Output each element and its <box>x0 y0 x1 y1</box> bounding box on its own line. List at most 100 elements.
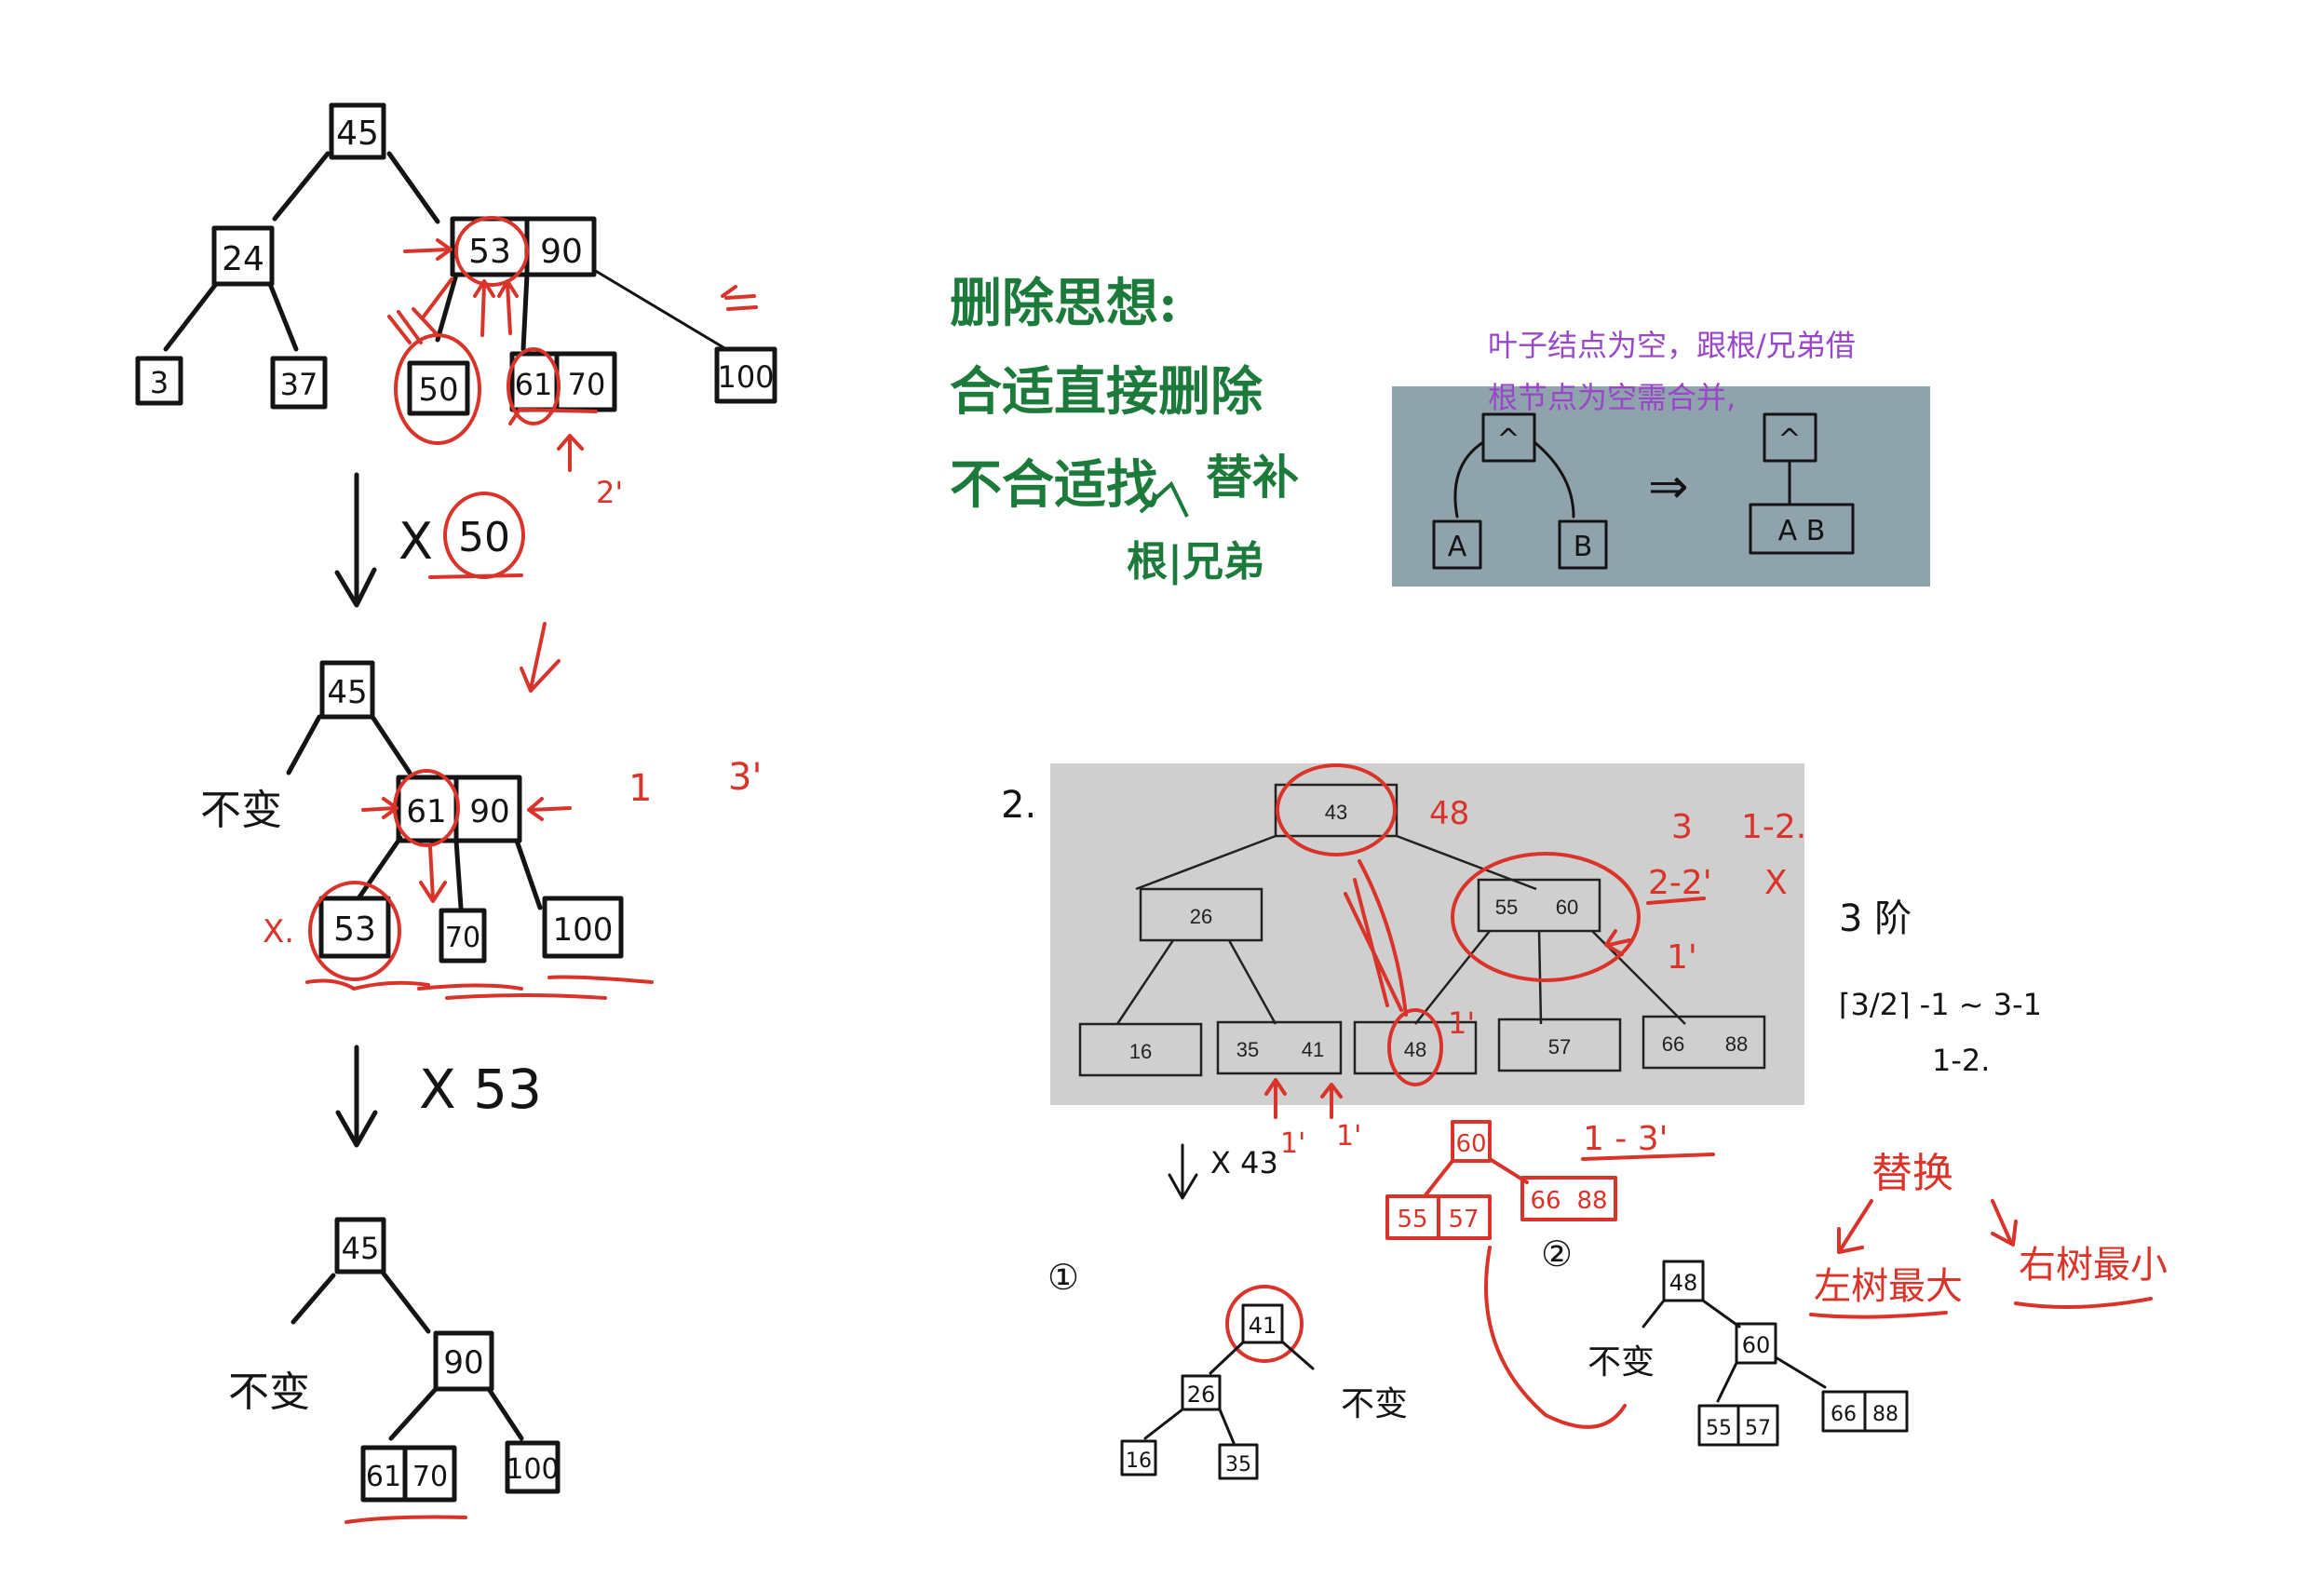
btree-root-note: 48 <box>1429 795 1469 832</box>
step1-x: X <box>399 512 433 571</box>
tree-a-leaf-16: 16 <box>1126 1449 1152 1473</box>
btree-l1-key-60: 60 <box>1556 896 1578 919</box>
btree-range-low: 1' <box>1667 938 1697 977</box>
tree-b-leaf-66: 66 <box>1831 1403 1857 1426</box>
btree-l1-key-55: 55 <box>1495 896 1518 919</box>
replace-title: 替换 <box>1871 1150 1953 1197</box>
tree1-left-label: 24 <box>222 240 264 278</box>
circle-53 <box>454 216 529 287</box>
merge-child-a: A <box>1448 531 1467 563</box>
tree2-leaf-100: 100 <box>553 911 614 949</box>
replace-right: 右树最小 <box>2019 1244 2168 1287</box>
tree1-root-box <box>329 102 386 160</box>
btree-range-top2: 1-2. <box>1741 808 1806 846</box>
merge-right-root: ^ <box>1777 424 1801 456</box>
tree-b-leaf-55: 55 <box>1706 1417 1732 1440</box>
tree3-left-note: 不变 <box>228 1369 310 1416</box>
merge-right-child: A B <box>1778 515 1826 547</box>
tree-b-root: 48 <box>1669 1270 1698 1296</box>
tree1-leaf-61: 61 <box>515 367 553 402</box>
btree-leaf48-note: 1' <box>1448 1005 1475 1041</box>
tree2-leaf-70: 70 <box>445 922 480 954</box>
notes-line2-sup: 替补 <box>1206 450 1299 505</box>
btree-number: 2. <box>1001 784 1036 827</box>
tree-a-root: 41 <box>1249 1313 1277 1339</box>
btree-below-mark-2: 1' <box>1336 1120 1361 1153</box>
tree-a-left: 26 <box>1187 1382 1216 1408</box>
subtree-root: 60 <box>1455 1130 1486 1158</box>
tree1-leaf-3: 3 <box>150 365 169 400</box>
tree2-key-61: 61 <box>406 793 446 830</box>
tree-a-note: 不变 <box>1341 1385 1408 1423</box>
btree-leaf-16: 16 <box>1129 1040 1152 1063</box>
step-2: X 53 <box>335 1045 542 1148</box>
tree2-range-1: 1 <box>628 767 652 810</box>
tree1-leaf-70: 70 <box>568 367 606 402</box>
merge-panel: 叶子结点为空，跟根/兄弟借 根节点为空需合并, ^ A B ⇒ ^ A B <box>1392 328 1930 587</box>
merge-arrow: ⇒ <box>1648 459 1689 515</box>
merge-child-b: B <box>1574 531 1593 563</box>
tree2-x-mark: X. <box>263 913 294 951</box>
subtree-range: 1 - 3' <box>1583 1120 1669 1158</box>
btree-leaf-48: 48 <box>1404 1038 1426 1061</box>
bottom-step: X 43 <box>1210 1145 1278 1180</box>
btree-l1-left: 26 <box>1190 905 1212 928</box>
btree-leaf-35: 35 <box>1236 1038 1259 1061</box>
tree1-annotation: 2' <box>596 475 623 510</box>
tree3-right-label: 90 <box>443 1344 483 1382</box>
tree1-right-node <box>450 216 597 277</box>
btree-photo-bg <box>1050 763 1804 1105</box>
tree-2: 45 不变 61 90 53 70 100 X. 1 3' <box>200 660 762 1000</box>
tree-b-child: 60 <box>1742 1332 1771 1358</box>
merge-caption-2: 根节点为空需合并, <box>1488 380 1736 415</box>
btree-range-mid: 2-2' <box>1648 864 1712 902</box>
tree-1: 45 24 53 90 3 37 50 61 70 100 <box>135 102 777 510</box>
tree3-root-label: 45 <box>342 1231 380 1266</box>
step2-label: X 53 <box>419 1058 542 1121</box>
notes-line1: 合适直接删除 <box>950 361 1263 423</box>
btree-range-x: X <box>1764 864 1788 902</box>
tree-b-leaf-57: 57 <box>1745 1417 1771 1440</box>
tree3-leaf-100: 100 <box>506 1453 559 1486</box>
btree-leaf-57: 57 <box>1548 1035 1571 1058</box>
order-label: 3 阶 <box>1839 897 1912 940</box>
btree-leaf-66: 66 <box>1662 1032 1684 1056</box>
tree1-root-label: 45 <box>336 115 379 153</box>
replace-left: 左树最大 <box>1814 1265 1963 1308</box>
btree-range-top: 3 <box>1671 808 1693 846</box>
deletion-notes: 删除思想: 合适直接删除 不合适找 替补 根|兄弟 <box>950 273 1299 586</box>
tree-a-leaf-35: 35 <box>1225 1453 1251 1476</box>
tree1-right-key-1: 53 <box>468 233 511 271</box>
tree-b-leaf-88: 88 <box>1872 1403 1898 1426</box>
tree3-leaf-61: 61 <box>366 1461 401 1493</box>
tree2-left-note: 不变 <box>200 787 282 834</box>
tree2-leaf-53: 53 <box>333 910 376 949</box>
bottom-section: X 43 60 55 57 66 88 1 - 3' ① ② 41 不变 26 … <box>1047 1120 2168 1480</box>
order-notes: 3 阶 ⌈3/2⌉ -1 ~ 3-1 1-2. <box>1839 897 2042 1078</box>
tree1-leaf-50: 50 <box>418 371 458 409</box>
subtree-leaf-55: 55 <box>1397 1206 1427 1234</box>
notes-title: 删除思想: <box>950 273 1178 334</box>
btree-below-mark-1: 1' <box>1280 1127 1305 1160</box>
subtree-leaf-57: 57 <box>1448 1206 1479 1234</box>
option-1-mark: ① <box>1047 1257 1079 1298</box>
merge-caption-1: 叶子结点为空，跟根/兄弟借 <box>1488 328 1856 363</box>
tree-3: 45 不变 90 61 70 100 <box>228 1217 561 1524</box>
step1-value: 50 <box>458 514 510 561</box>
tree1-right-key-2: 90 <box>540 233 583 271</box>
tree-b-note: 不变 <box>1588 1343 1655 1382</box>
btree-root: 43 <box>1325 801 1347 824</box>
notes-line2-sub: 根|兄弟 <box>1127 538 1264 586</box>
tree3-leaf-70: 70 <box>412 1461 448 1493</box>
notes-line2: 不合适找 <box>950 454 1158 516</box>
btree-leaf-41: 41 <box>1302 1038 1324 1061</box>
tree2-range-3: 3' <box>728 756 762 799</box>
tree2-root-label: 45 <box>327 674 367 711</box>
subtree-leaf-66: 66 <box>1530 1187 1561 1215</box>
subtree-leaf-88: 88 <box>1576 1187 1607 1215</box>
merge-left-root: ^ <box>1496 424 1520 456</box>
btree-leaf-88: 88 <box>1725 1032 1748 1056</box>
order-formula: ⌈3/2⌉ -1 ~ 3-1 <box>1839 987 2042 1022</box>
circle-61 <box>507 347 561 425</box>
